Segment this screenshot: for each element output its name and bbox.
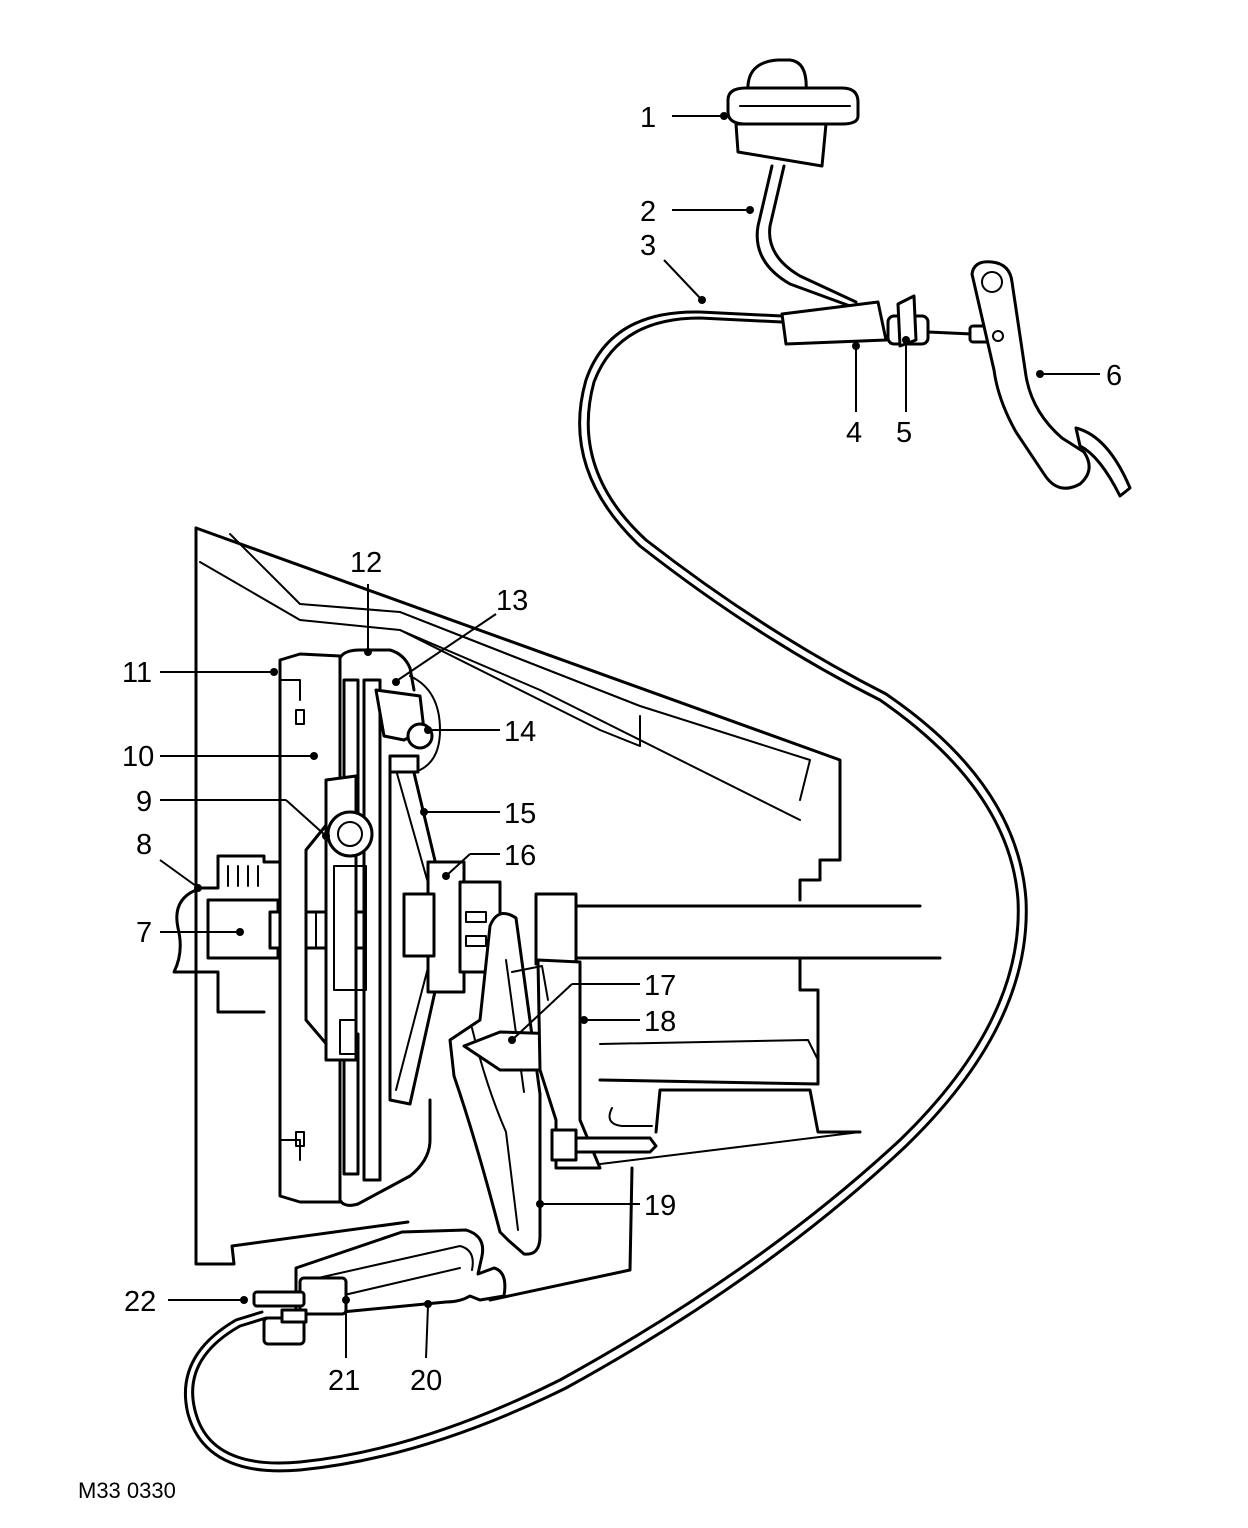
slave-cylinder: [252, 1228, 507, 1346]
callout-21: 21: [328, 1365, 360, 1397]
clutch-pedal: [970, 260, 1132, 498]
callout-9: 9: [136, 786, 152, 818]
callout-16: 16: [504, 840, 536, 872]
figure-code: M33 0330: [78, 1478, 176, 1503]
callout-13: 13: [496, 585, 528, 617]
callout-11: 11: [122, 657, 152, 689]
fluid-reservoir: [726, 58, 860, 168]
callout-14: 14: [504, 716, 536, 748]
pressure-plate: [374, 675, 441, 774]
callout-10: 10: [122, 741, 154, 773]
callout-15: 15: [504, 798, 536, 830]
callout-19: 19: [644, 1190, 676, 1222]
callout-4: 4: [846, 417, 862, 449]
feed-pipe: [755, 164, 852, 308]
bellhousing: [194, 526, 862, 1302]
callout-3: 3: [640, 230, 656, 262]
release-fork: [448, 912, 658, 1256]
leader-lines: [159, 112, 1100, 1359]
clutch-disc: [324, 774, 374, 1062]
clutch-cover: [338, 648, 432, 1207]
callout-20: 20: [410, 1365, 442, 1397]
callout-1: 1: [640, 102, 656, 134]
callout-6: 6: [1106, 360, 1122, 392]
callout-12: 12: [350, 547, 382, 579]
callout-18: 18: [644, 1006, 676, 1038]
callout-17: 17: [644, 970, 676, 1002]
callout-22: 22: [124, 1286, 156, 1318]
callout-2: 2: [640, 196, 656, 228]
callout-8: 8: [136, 829, 152, 861]
master-cylinder: [780, 294, 1002, 348]
callout-labels: 1 2 3 4 5 6 7 8 9 10 11 12 13 14 15 16 1…: [122, 102, 1122, 1397]
hydraulic-pipe: [191, 310, 1020, 1465]
callout-7: 7: [136, 917, 152, 949]
callout-5: 5: [896, 417, 912, 449]
